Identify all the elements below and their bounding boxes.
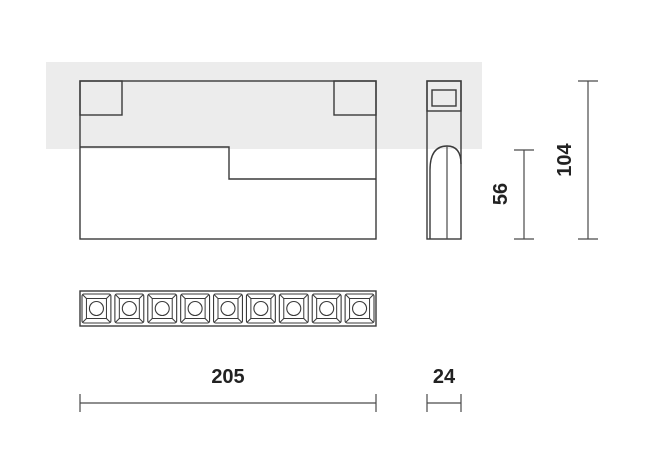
dimension-height-short: 56 xyxy=(490,149,534,240)
side-top-notch xyxy=(431,89,457,107)
led-cell xyxy=(147,293,178,324)
dimension-width-front: 205 xyxy=(79,366,377,412)
front-view xyxy=(79,80,377,240)
led-cell xyxy=(114,293,145,324)
led-cell xyxy=(213,293,243,324)
track-band xyxy=(46,62,482,149)
led-cell xyxy=(311,293,342,324)
front-body-outline xyxy=(79,80,377,240)
front-right-connector xyxy=(333,80,377,116)
dimension-label-24: 24 xyxy=(433,366,456,388)
led-cell xyxy=(278,293,309,324)
dimension-height-total: 104 xyxy=(554,80,598,240)
led-strip-outline xyxy=(79,290,377,327)
side-lens-curve xyxy=(429,145,462,239)
bottom-view xyxy=(79,290,377,327)
side-top-adapter xyxy=(426,80,462,112)
dimension-width-side: 24 xyxy=(426,366,462,412)
led-cell xyxy=(180,293,211,324)
led-cells xyxy=(81,293,375,324)
led-cell xyxy=(245,293,276,324)
led-cell xyxy=(81,293,112,324)
dimension-label-205: 205 xyxy=(211,366,244,388)
front-step-line xyxy=(80,146,376,180)
dimension-label-56: 56 xyxy=(490,183,512,205)
led-cell xyxy=(344,293,375,324)
front-left-connector xyxy=(79,80,123,116)
dimension-label-104: 104 xyxy=(554,142,576,176)
side-view xyxy=(426,80,462,240)
